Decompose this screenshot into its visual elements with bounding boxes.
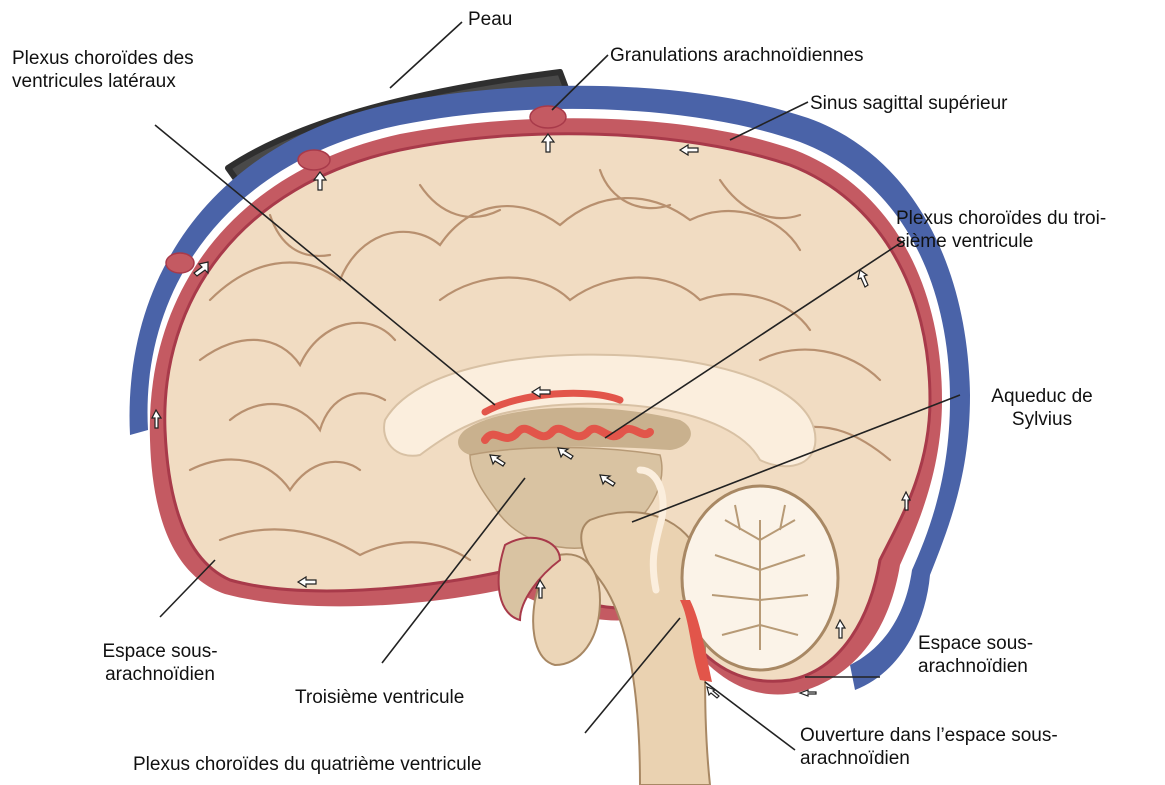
label-espace-sous-arachnoidien-droit: Espace sous- arachnoïdien [918,632,1033,678]
label-espace-sous-arachnoidien-gauche: Espace sous- arachnoïdien [70,640,250,686]
label-plexus-choroides-quatrieme: Plexus choroïdes du quatrième ventricule [133,753,482,776]
label-sinus-sagittal-superieur: Sinus sagittal supérieur [810,92,1008,115]
cerebellum [682,486,838,670]
label-plexus-choroides-lateraux: Plexus choroïdes des ventricules latérau… [12,47,194,93]
label-aqueduc-de-sylvius: Aqueduc de Sylvius [982,385,1102,431]
label-peau: Peau [468,8,512,31]
label-granulations-arachnoidiennes: Granulations arachnoïdiennes [610,44,864,67]
label-troisieme-ventricule: Troisième ventricule [295,686,464,709]
label-plexus-choroides-troisieme: Plexus choroïdes du troi- sième ventricu… [896,207,1106,253]
label-ouverture-espace-sous-arachnoidien: Ouverture dans l’espace sous- arachnoïdi… [800,724,1058,770]
